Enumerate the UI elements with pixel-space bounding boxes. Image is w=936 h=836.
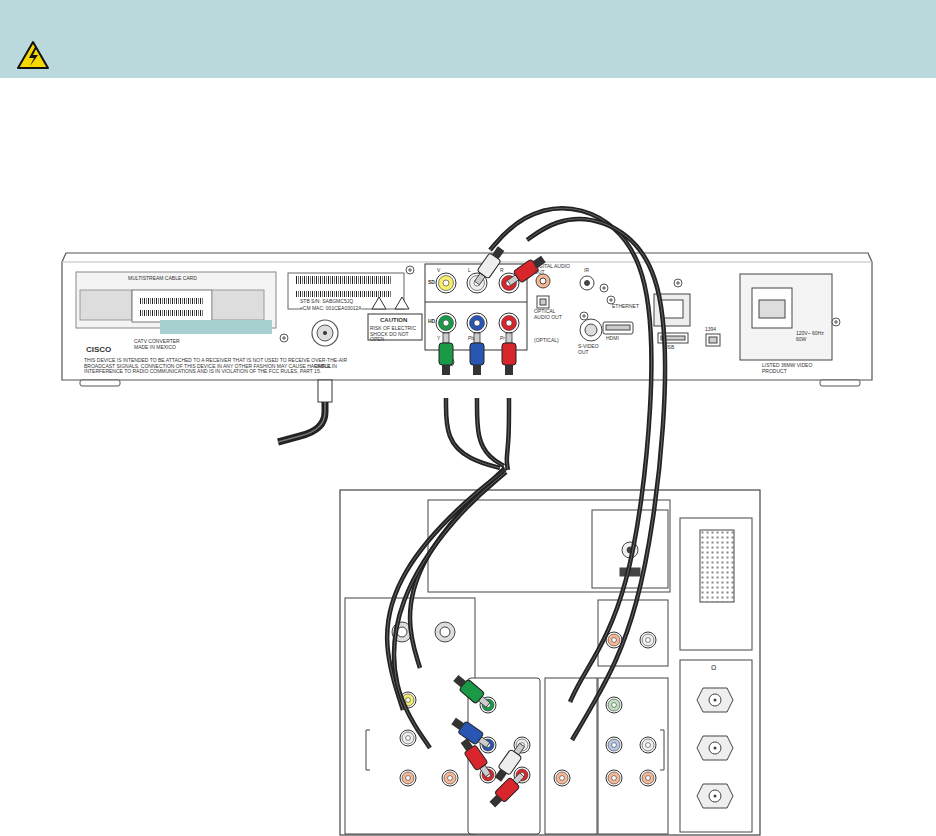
panel-label: ETHERNET [612,304,639,310]
cable-box [62,253,872,386]
panel-label: 120V~ 60Hz 60W [796,331,826,342]
panel-label: eCM MAC: 001CEA03012A [300,306,362,312]
panel-label: (OPTICAL) [534,338,559,344]
rca-jacks [436,273,519,333]
panel-label: S-VIDEO OUT [578,344,608,355]
panel-label: DIGITAL AUDIO OUT [534,264,574,275]
cables [387,208,665,809]
av-jack-panel [425,264,527,350]
panel-label: SD [428,280,435,286]
panel-label: STB S/N: SABGMC5JQ [300,299,353,305]
panel-label: R [500,268,504,274]
tv-jacks [392,622,733,808]
panel-label: CABLE IN [314,364,337,370]
panel-label: CATV CONVERTER MADE IN MEXICO [134,339,182,350]
panel-label: Y [437,336,440,342]
ohm-symbol: Ω [711,664,716,672]
panel-label: 1394 [705,327,716,333]
panel-label: USB [664,345,674,351]
coax-input [278,320,338,442]
panel-label: L [468,268,471,274]
panel-label: LISTED 36MW VIDEO PRODUCT [762,363,832,374]
panel-label: HDMI [606,336,619,342]
screws [280,266,840,366]
banner [0,0,936,78]
ports [536,274,832,360]
panel-label: V [437,268,440,274]
panel-label: OPTICAL AUDIO OUT [534,309,564,320]
tv-panel [340,490,760,835]
panel-label: HD [428,319,435,325]
panel-label: MULTISTREAM CABLE CARD [128,276,197,282]
panel-label: RISK OF ELECTRIC SHOCK DO NOT OPEN [370,326,420,343]
panel-label: CAUTION [380,317,407,324]
panel-label: CISCO [86,346,111,355]
panel-label: Pb [468,336,474,342]
panel-label: IR [584,268,589,274]
warning-icon [18,42,48,68]
panel-label: Pr [500,336,505,342]
